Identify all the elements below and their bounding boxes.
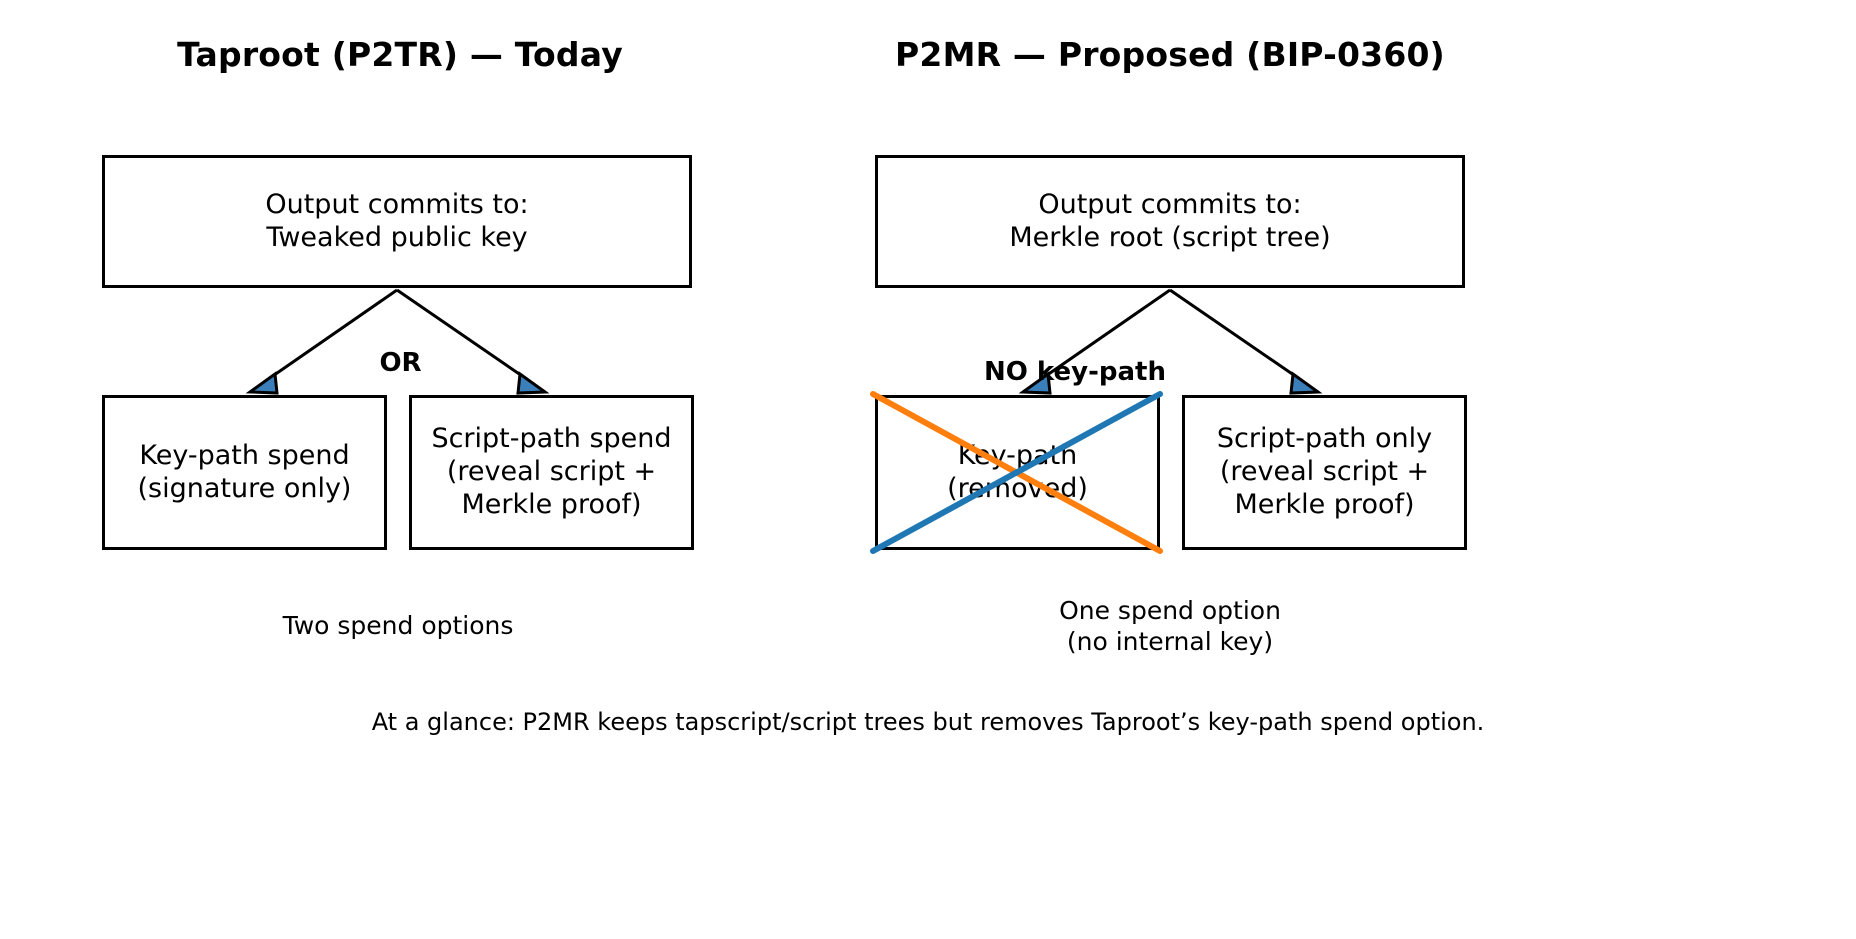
arrowhead-icon <box>516 371 550 395</box>
p2mr-script-path-box: Script-path only (reveal script + Merkle… <box>1182 395 1467 550</box>
taproot-key-path-box: Key-path spend (signature only) <box>102 395 387 550</box>
taproot-script-path-box: Script-path spend (reveal script + Merkl… <box>409 395 694 550</box>
p2mr-caption: One spend option (no internal key) <box>1059 596 1281 657</box>
taproot-key-path-box-label: Key-path spend (signature only) <box>137 439 352 504</box>
p2mr-script-path-box-label: Script-path only (reveal script + Merkle… <box>1216 423 1433 520</box>
p2mr-output-box: Output commits to: Merkle root (script t… <box>875 155 1465 288</box>
taproot-caption: Two spend options <box>282 611 514 640</box>
panel-title-p2mr: P2MR — Proposed (BIP-0360) <box>895 35 1445 74</box>
p2mr-edge-label-no-key-path: NO key-path <box>984 357 1166 387</box>
arrowhead-icon <box>1289 371 1323 395</box>
taproot-output-box: Output commits to: Tweaked public key <box>102 155 692 288</box>
p2mr-key-path-removed-box: Key-path (removed) <box>875 395 1160 550</box>
p2mr-output-box-label: Output commits to: Merkle root (script t… <box>1009 188 1331 253</box>
taproot-script-path-box-label: Script-path spend (reveal script + Merkl… <box>431 423 672 520</box>
footer-note: At a glance: P2MR keeps tapscript/script… <box>371 708 1485 736</box>
arrowhead-icon <box>245 371 279 395</box>
taproot-output-box-label: Output commits to: Tweaked public key <box>265 188 529 253</box>
panel-title-taproot: Taproot (P2TR) — Today <box>177 35 623 74</box>
taproot-edge-label-or: OR <box>379 348 422 378</box>
p2mr-key-path-removed-box-label: Key-path (removed) <box>947 439 1088 504</box>
